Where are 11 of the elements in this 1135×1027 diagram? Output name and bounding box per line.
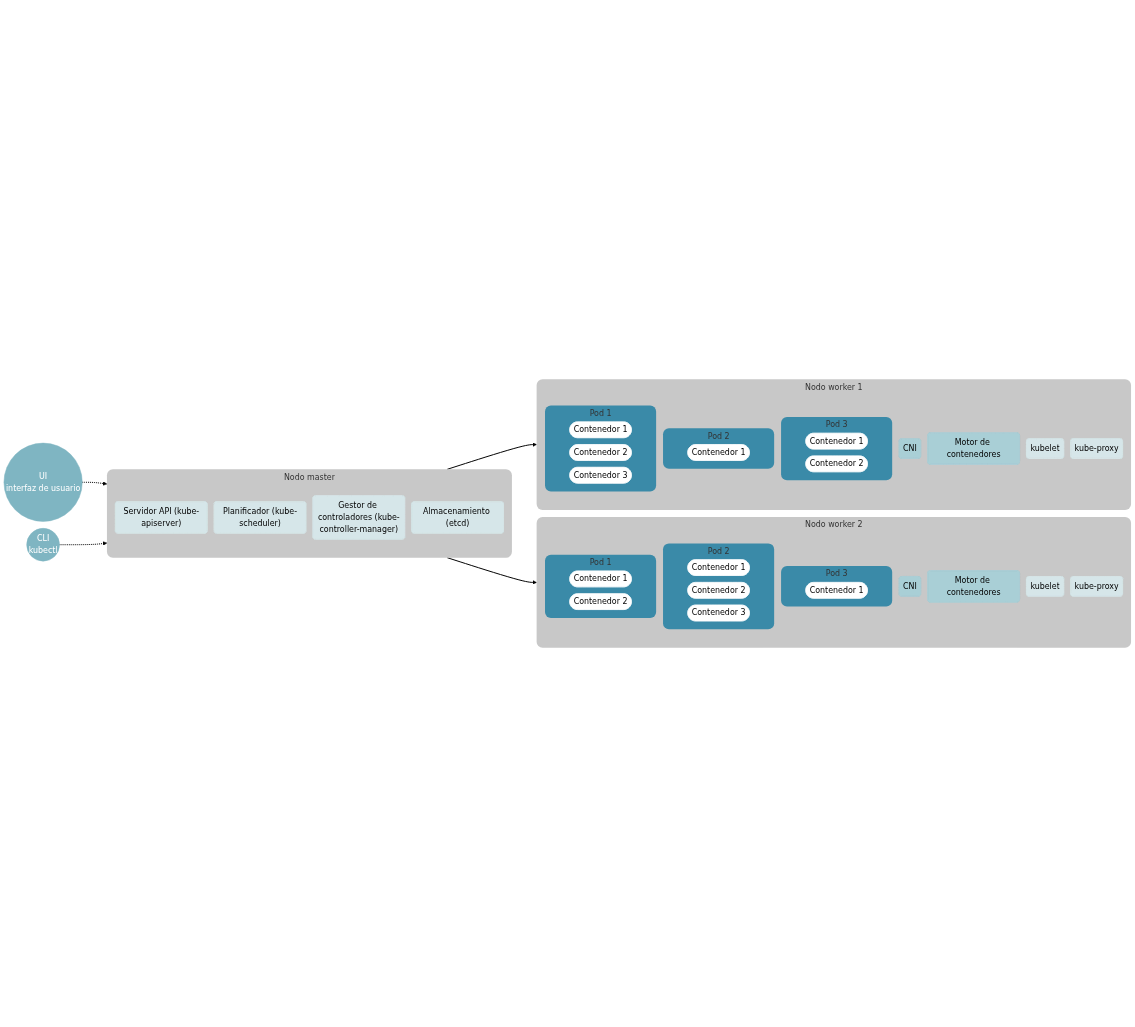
cluster xyxy=(545,554,657,618)
cluster xyxy=(545,405,657,492)
node-circle xyxy=(3,442,83,522)
cluster xyxy=(781,566,893,607)
cluster xyxy=(536,516,1132,648)
cluster xyxy=(781,416,893,481)
node-circle xyxy=(26,528,60,562)
cluster xyxy=(536,379,1132,511)
cluster xyxy=(663,428,775,469)
cluster xyxy=(106,469,512,558)
cluster xyxy=(663,543,775,630)
